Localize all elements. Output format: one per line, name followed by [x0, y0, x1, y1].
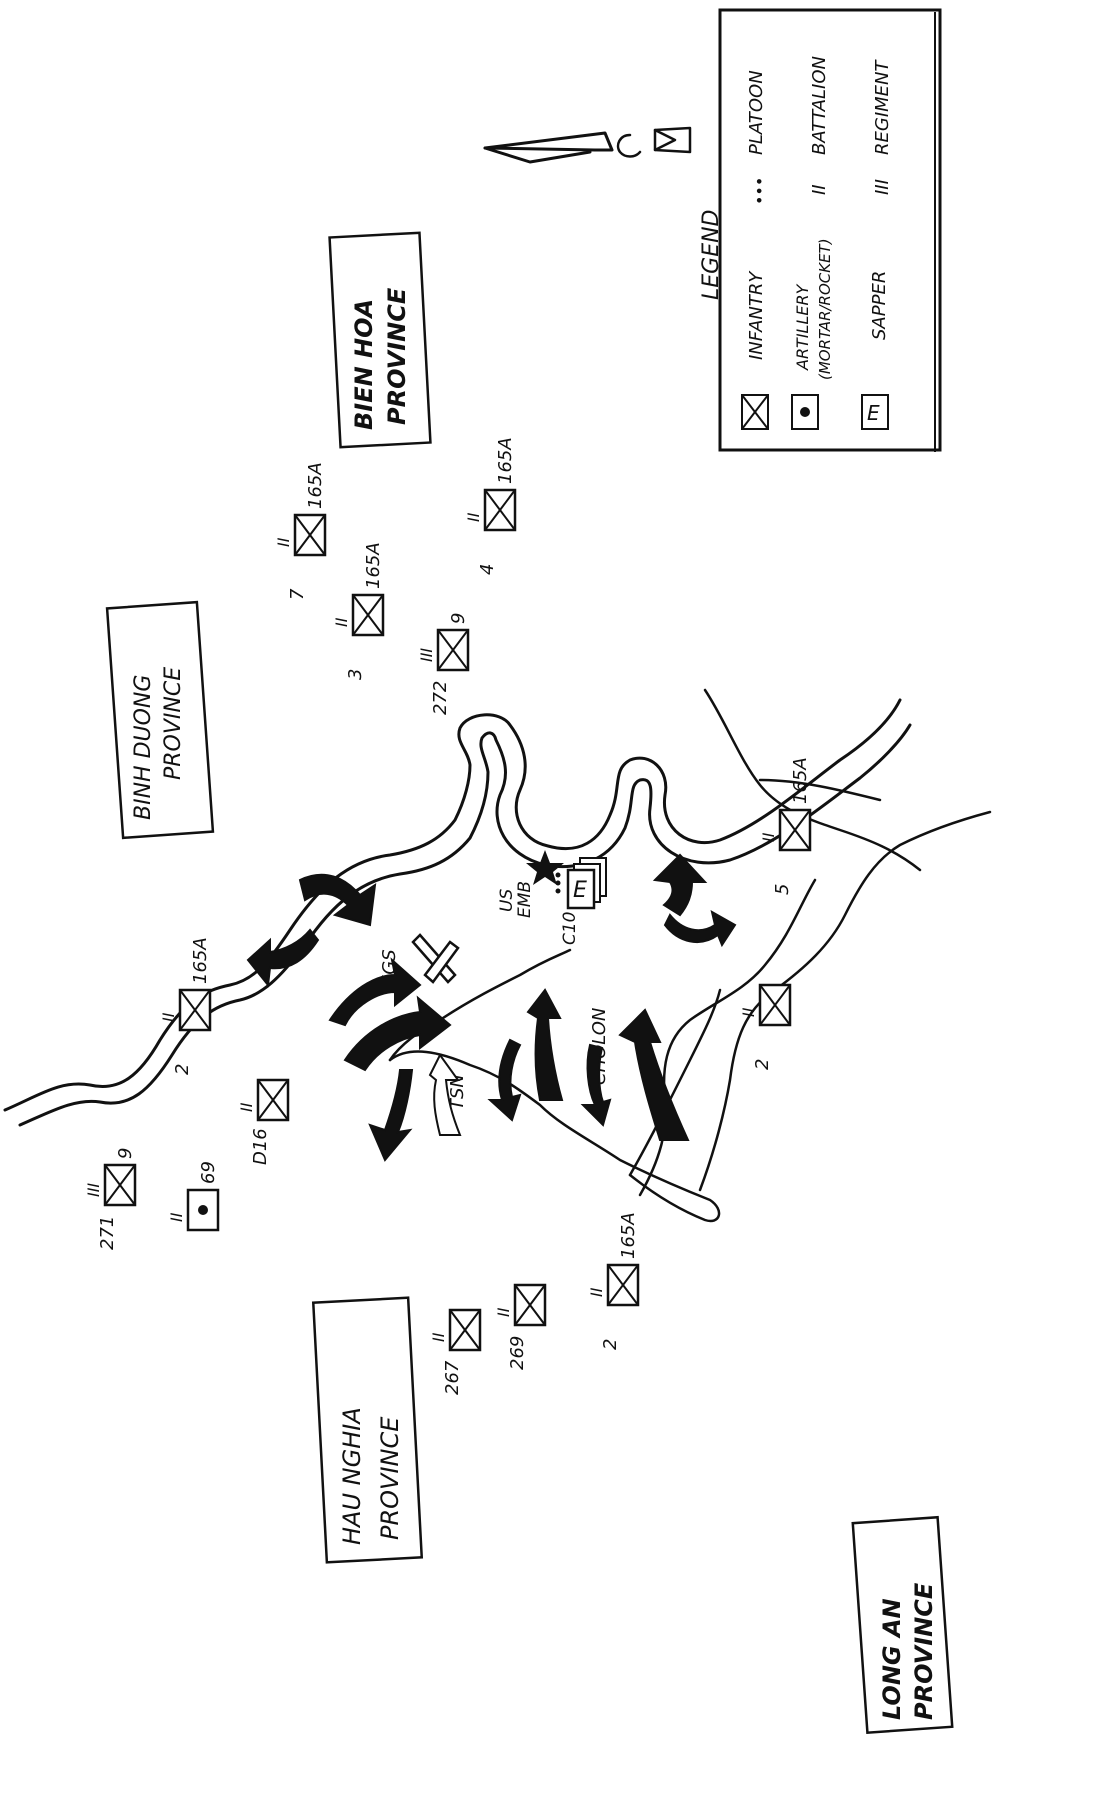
province-label: LONG AN	[878, 1598, 906, 1720]
legend-sapper-symbol-icon: E	[861, 394, 889, 430]
unit-size-label: II	[739, 1007, 758, 1017]
star-icon	[526, 850, 564, 885]
unit-165a-5: II 165A 5	[759, 757, 812, 895]
saigon-outline	[388, 948, 722, 1223]
unit-number-label: D16	[250, 1128, 271, 1165]
unit-size-label: II	[759, 832, 778, 842]
unit-parent-label: 165A	[363, 542, 384, 589]
unit-2-east: II 2	[739, 983, 792, 1070]
legend-platoon-label: PLATOON	[746, 70, 767, 155]
unit-parent-label: 165A	[790, 757, 811, 804]
unit-layer: II165A7II165A3II165A4III9272II165A5II2II…	[84, 437, 812, 1395]
unit-165a-2n: II 165A 2	[159, 937, 212, 1075]
unit-size-label: II	[159, 1012, 178, 1022]
unit-9-271: III 9 271	[84, 1148, 137, 1250]
legend-artillery-label: ARTILLERY	[793, 283, 812, 371]
unit-165a-3: II 165A 3	[332, 542, 385, 680]
unit-number-label: 2	[172, 1064, 193, 1075]
unit-number-label: 2	[600, 1339, 621, 1350]
unit-size-label: III	[84, 1183, 103, 1197]
unit-size-label: III	[417, 648, 436, 662]
sapper-symbol: E	[573, 878, 587, 903]
province-label: HAU NGHIA	[338, 1407, 366, 1545]
unit-parent-label: 165A	[618, 1212, 639, 1259]
unit-parent-label: 165A	[495, 437, 516, 484]
unit-number-label: 272	[430, 681, 451, 715]
province-label: PROVINCE	[383, 287, 411, 425]
place-tsn: TSN	[447, 1074, 468, 1110]
unit-69-art: II 69	[167, 1161, 220, 1232]
unit-d16: II D16	[237, 1078, 290, 1165]
legend-infantry-symbol-icon	[741, 394, 769, 430]
unit-parent-label: 165A	[305, 462, 326, 509]
unit-size-label: II	[274, 537, 293, 547]
unit-parent-label: 9	[115, 1148, 136, 1159]
province-bien-hoa: BIEN HOA PROVINCE	[328, 231, 432, 449]
legend-artillery-sublabel: (MORTAR/ROCKET)	[816, 238, 834, 380]
unit-number-label: 5	[772, 884, 793, 895]
unit-165a-4: II 165A 4	[464, 437, 517, 575]
embassy-platoon-symbol	[555, 872, 561, 894]
unit-number-label: 269	[507, 1336, 528, 1370]
unit-number-label: 271	[97, 1216, 118, 1250]
province-hau-nghia: HAU NGHIA PROVINCE	[311, 1296, 424, 1564]
unit-size-label: II	[332, 617, 351, 627]
unit-number-label: 3	[345, 669, 366, 680]
place-us-emb: EMB	[515, 881, 535, 918]
province-label: BINH DUONG	[131, 675, 156, 820]
legend-battalion-symbol: II	[809, 184, 830, 195]
unit-parent-label: 165A	[190, 937, 211, 984]
unit-165a-7: II 165A 7	[274, 462, 327, 600]
unit-165a-2s: II 165A 2	[587, 1212, 640, 1350]
province-long-an: LONG AN PROVINCE	[851, 1515, 954, 1735]
legend-platoon-symbol: •••	[750, 177, 769, 205]
province-label: PROVINCE	[161, 667, 186, 780]
unit-size-label: II	[167, 1212, 186, 1222]
legend-title: LEGEND	[699, 209, 724, 300]
attack-arrow-icon	[246, 853, 737, 1162]
unit-269: II 269	[494, 1283, 547, 1370]
province-label: PROVINCE	[376, 1416, 404, 1540]
unit-parent-label: 9	[448, 613, 469, 624]
legend-regiment-symbol: III	[872, 179, 893, 195]
unit-267: II 267	[429, 1308, 482, 1395]
unit-size-label: II	[237, 1102, 256, 1112]
unit-parent-label: 69	[198, 1161, 219, 1184]
sapper-symbol-icon: E	[566, 857, 607, 910]
airport-icon	[411, 933, 460, 984]
unit-size-label: II	[494, 1307, 513, 1317]
north-arrow-icon	[483, 126, 692, 164]
legend-artillery-symbol-icon	[791, 394, 819, 430]
legend-regiment-label: REGIMENT	[872, 58, 893, 155]
unit-size-label: II	[464, 512, 483, 522]
unit-number-label: 267	[442, 1360, 463, 1395]
province-binh-duong: BINH DUONG PROVINCE	[105, 600, 215, 840]
place-c10: C10	[560, 911, 580, 945]
legend-battalion-label: BATTALION	[809, 56, 830, 155]
legend-infantry-label: INFANTRY	[746, 270, 767, 360]
unit-size-label: II	[587, 1287, 606, 1297]
unit-9-272: III 9 272	[417, 613, 470, 715]
place-us-emb: US	[497, 889, 517, 912]
unit-number-label: 2	[752, 1059, 773, 1070]
legend-sapper-label: SAPPER	[869, 271, 890, 340]
unit-number-label: 7	[287, 588, 308, 600]
unit-number-label: 4	[477, 564, 498, 575]
province-label: BIEN HOA	[350, 299, 378, 430]
unit-size-label: II	[429, 1332, 448, 1342]
province-label: PROVINCE	[910, 1582, 938, 1720]
sapper-symbol: E	[867, 401, 880, 425]
legend: LEGEND INFANTRY ARTILLERY (MORTAR/ROCKET…	[699, 8, 942, 452]
